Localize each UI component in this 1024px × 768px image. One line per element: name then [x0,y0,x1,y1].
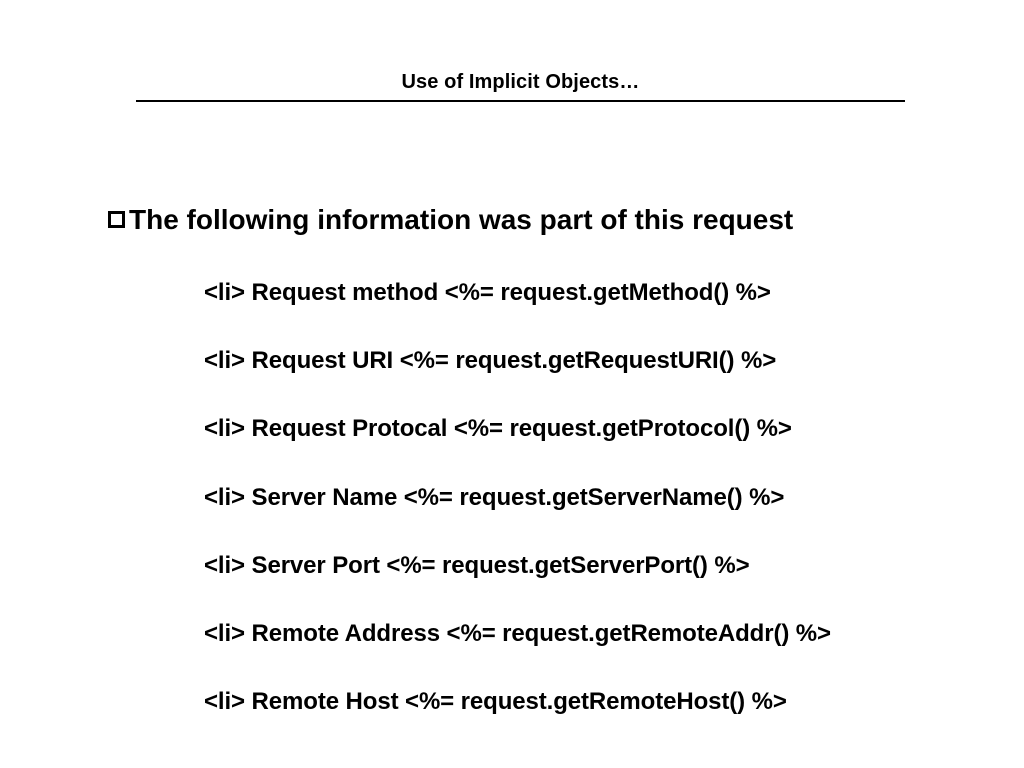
list-item: <li> Remote Host <%= request.getRemoteHo… [204,688,787,716]
code-line-list: <li> Request method <%= request.getMetho… [204,278,831,755]
hollow-square-bullet-icon [108,211,125,228]
list-item: <li> Server Port <%= request.getServerPo… [204,551,750,579]
page-title: Use of Implicit Objects… [401,71,640,93]
list-item: <li> Request method <%= request.getMetho… [204,279,771,306]
bullet-heading-label: The following information was part of th… [129,204,794,235]
list-item: <li> Server Name <%= request.getServerNa… [204,483,785,511]
list-item: <li> Remote Address <%= request.getRemot… [204,619,831,647]
list-item: <li> Request Protocal <%= request.getPro… [204,415,792,443]
bullet-heading: The following information was part of th… [108,203,793,237]
list-item: <li> Request URI <%= request.getRequestU… [204,347,777,375]
title-divider [136,100,905,102]
